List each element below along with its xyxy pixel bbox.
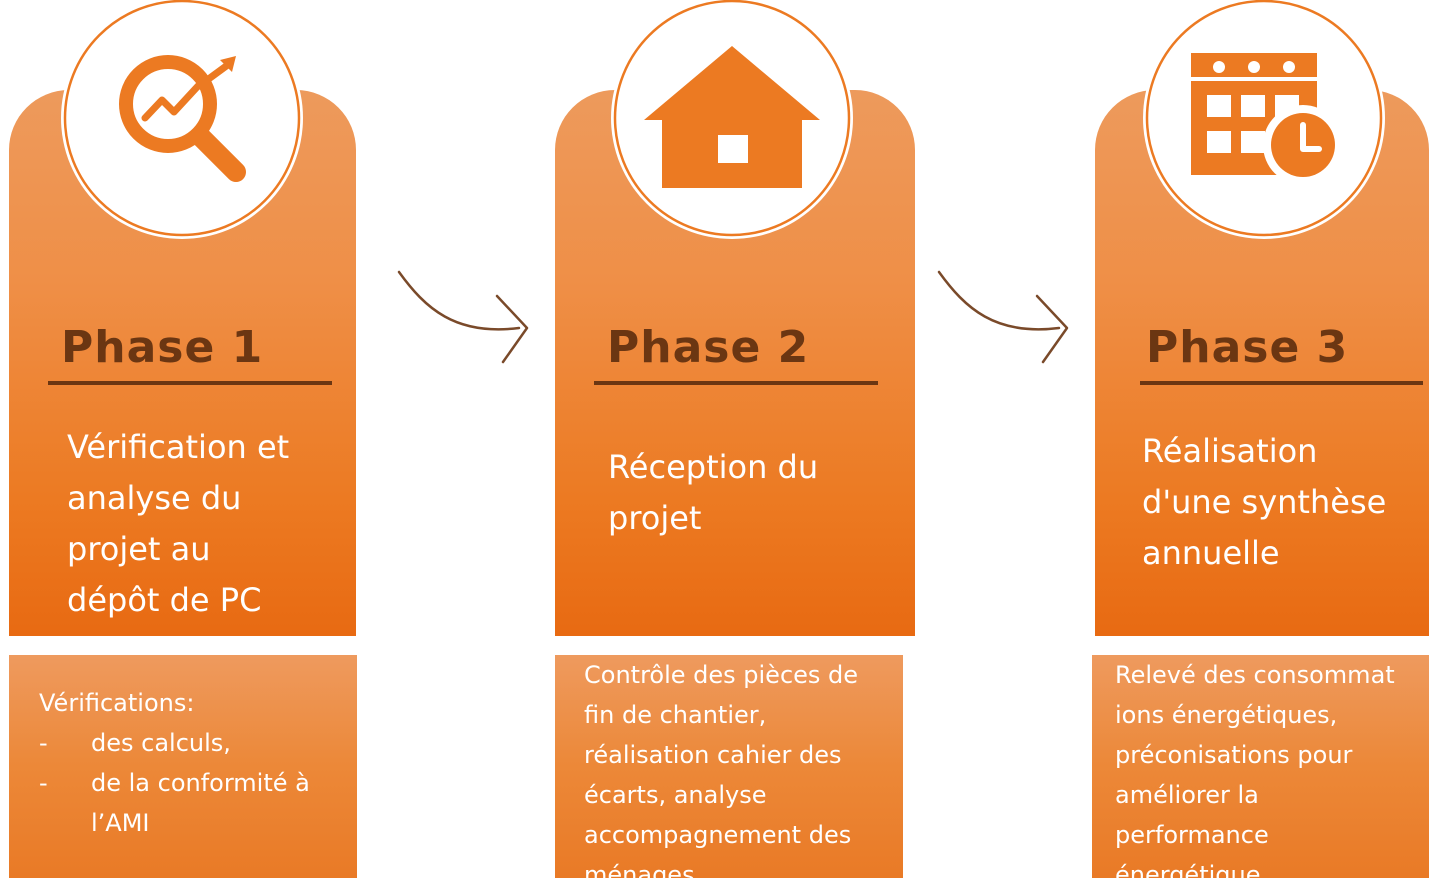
description-line: d'une synthèse — [1142, 483, 1387, 521]
note-line: ménages — [584, 861, 695, 878]
bullet-dash: - — [39, 769, 48, 797]
description-line: Réalisation — [1142, 432, 1318, 470]
description-line: projet — [608, 499, 702, 537]
bullet-dash: - — [39, 729, 48, 757]
note-line: énergétique — [1115, 861, 1261, 878]
note-heading: Vérifications: — [39, 689, 195, 717]
note-line: ions énergétiques, — [1115, 701, 1338, 729]
phase-3-description: Réalisation d'une synthèse annuelle — [1142, 426, 1386, 579]
phase-2-title: Phase 2 — [607, 322, 810, 373]
phase-2-divider — [594, 381, 878, 385]
description-line: dépôt de PC — [67, 581, 262, 619]
note-line: améliorer la — [1115, 781, 1259, 809]
circle-ring — [613, 0, 851, 237]
phase-1-description: Vérification et analyse du projet au dép… — [67, 422, 289, 626]
description-line: analyse du — [67, 479, 242, 517]
phase-2-description: Réception du projet — [608, 442, 818, 544]
magnifier-trend-icon — [119, 55, 246, 182]
description-line: Vérification et — [67, 428, 290, 466]
phase-1-icon-circle — [61, 0, 303, 239]
note-line: Contrôle des pièces de — [584, 661, 859, 689]
note-line: Relevé des consommat — [1115, 661, 1395, 689]
description-line: Réception du — [608, 448, 819, 486]
circle-ring — [63, 0, 301, 237]
note-line: écarts, analyse — [584, 781, 767, 809]
phase-2-note: Contrôle des pièces de fin de chantier, … — [555, 655, 903, 878]
note-line: réalisation cahier des — [584, 741, 842, 769]
note-bullet: - des calculs, — [39, 723, 231, 763]
phase-3-title: Phase 3 — [1146, 322, 1349, 373]
house-icon — [644, 46, 820, 188]
circle-ring — [1145, 0, 1383, 237]
phase-3-icon-circle — [1143, 0, 1385, 239]
calendar-clock-icon — [1191, 53, 1343, 185]
bullet-text: l’AMI — [91, 809, 150, 837]
note-line: accompagnement des — [584, 821, 852, 849]
note-bullet: - de la conformité à l’AMI — [39, 763, 310, 843]
phase-1-divider — [48, 381, 332, 385]
description-line: projet au — [67, 530, 211, 568]
phase-3-divider — [1140, 381, 1423, 385]
phase-1-title: Phase 1 — [61, 322, 264, 373]
arrow-right-icon — [397, 270, 529, 364]
note-line: préconisations pour — [1115, 741, 1353, 769]
arrow-right-icon — [937, 270, 1069, 364]
bullet-text: de la conformité à — [91, 769, 310, 797]
description-line: annuelle — [1142, 534, 1280, 572]
note-line: fin de chantier, — [584, 701, 767, 729]
phase-3-note: Relevé des consommat ions énergétiques, … — [1092, 655, 1429, 878]
bullet-text: des calculs, — [91, 729, 231, 757]
phase-1-note: Vérifications: - des calculs, - de la co… — [9, 655, 357, 878]
note-line: performance — [1115, 821, 1269, 849]
phase-2-icon-circle — [611, 0, 853, 239]
